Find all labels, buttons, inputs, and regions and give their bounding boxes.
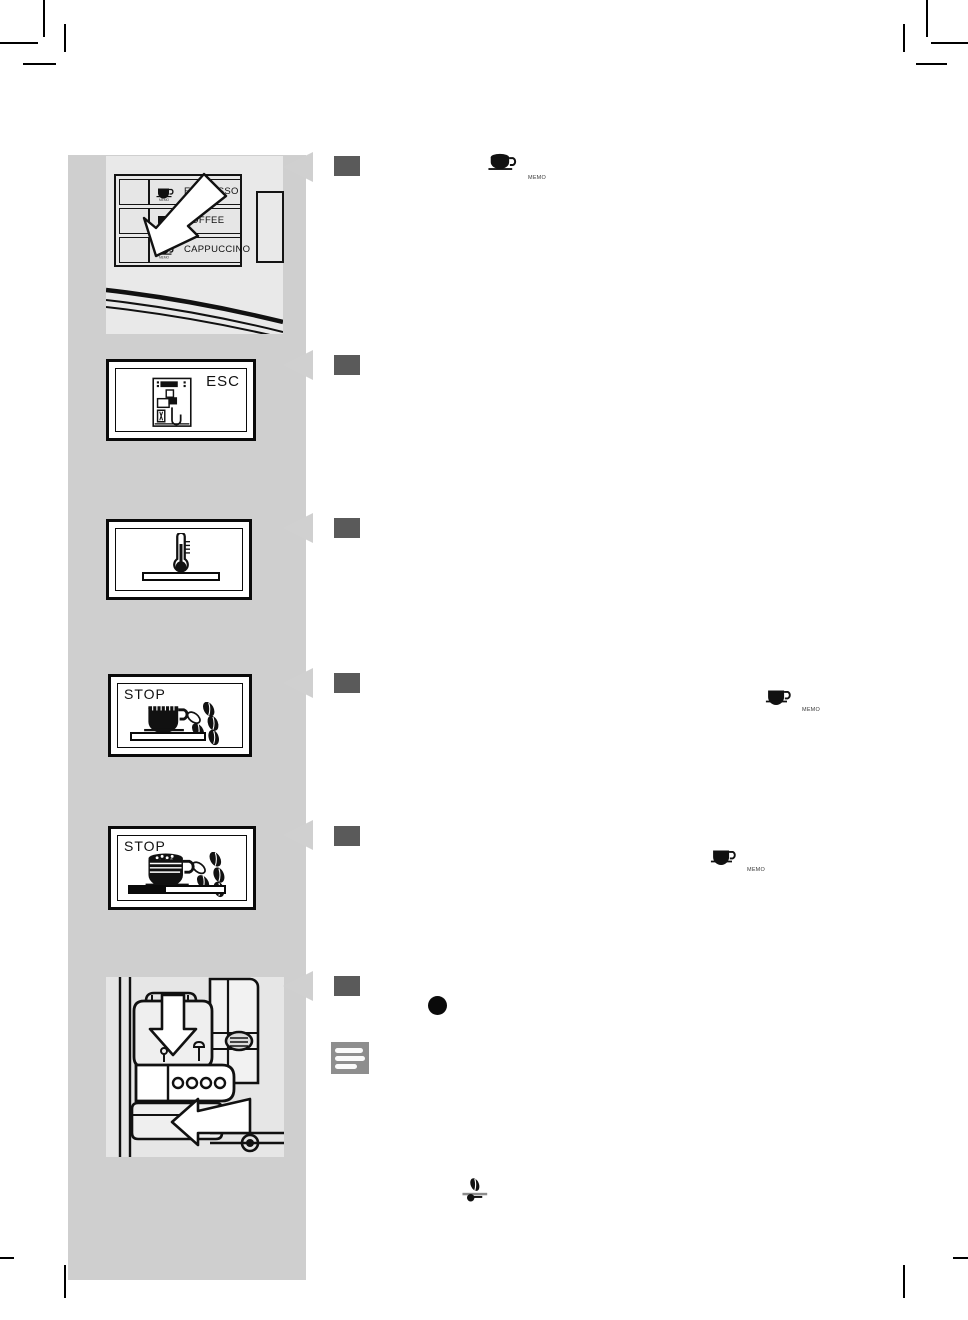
espresso-cup-icon: MEMO: [763, 686, 820, 714]
button-divider: [148, 180, 150, 204]
press-and-hold-arrow: [142, 172, 228, 258]
step-marker-1: [334, 156, 360, 176]
step-marker-3: [334, 518, 360, 538]
machine-body-stripes: [106, 287, 283, 334]
note-line: [335, 1048, 363, 1053]
espresso-cup-glyph: [765, 690, 791, 705]
button-label-coffee: COFFEE: [184, 215, 225, 226]
machine-graphic-icon: [152, 377, 192, 427]
note-line: [335, 1056, 365, 1061]
lcd-screen-area: ESC: [115, 368, 247, 432]
thermometer-icon: [173, 533, 190, 573]
crop-mark-left-tick: [0, 1257, 14, 1259]
step-marker-4: [334, 673, 360, 693]
crop-mark-right-tick: [953, 1257, 968, 1259]
lcd-screen-area: [115, 528, 243, 591]
crop-mark-top-right-inner-horizontal: [916, 63, 947, 65]
crop-mark-right-edge: [903, 1265, 905, 1298]
lcd-display-esc: ESC: [106, 359, 256, 441]
note-lines-icon: [331, 1042, 369, 1074]
brew-group-drawing: [106, 977, 284, 1157]
brewing-progress-bar-1: [130, 732, 206, 741]
brewing-progress-bar-2: [128, 885, 226, 894]
note-line: [335, 1064, 357, 1069]
brew-group-illustration: [106, 977, 284, 1157]
memo-caption: MEMO: [528, 175, 546, 181]
bullet-point: [428, 996, 447, 1015]
button-label-cappuccino: CAPPUCCINO: [184, 244, 251, 255]
step-marker-5: [334, 826, 360, 846]
cappuccino-cup-icon: MEMO: [486, 152, 546, 181]
espresso-cup-icon: MEMO: [708, 846, 765, 874]
svg-text:MEMO: MEMO: [159, 198, 170, 202]
crop-mark-top-right-inner-vertical: [903, 24, 905, 52]
machine-display-bezel: [256, 191, 284, 263]
crop-mark-top-left-horizontal: [0, 42, 38, 44]
lcd-screen-area: STOP: [117, 683, 243, 748]
lcd-screen-area: STOP: [117, 835, 247, 901]
crop-mark-top-left-inner-vertical: [64, 24, 66, 52]
svg-text:MEMO: MEMO: [159, 256, 170, 260]
crop-mark-left-edge: [64, 1265, 66, 1298]
cappuccino-cup-glyph: [488, 153, 517, 170]
heating-progress-bar: [142, 572, 220, 581]
lcd-label-esc: ESC: [206, 373, 240, 390]
lcd-display-heating: [106, 519, 252, 600]
lcd-label-stop-2: STOP: [124, 838, 166, 854]
coffee-bean-adjust-glyph: [462, 1178, 488, 1202]
crop-mark-top-left-inner-horizontal: [23, 63, 56, 65]
control-panel-photo: MEMO ESPRESSO COFFEE MEMO CAPPUCCINO: [106, 156, 284, 334]
crop-mark-top-left-vertical: [43, 0, 45, 37]
crop-mark-top-right-horizontal: [931, 42, 968, 44]
step-marker-6: [334, 976, 360, 996]
espresso-cup-glyph: [710, 850, 736, 865]
coffee-bean-adjust-icon: [457, 1178, 491, 1206]
button-divider: [148, 238, 150, 262]
lcd-display-brewing-cappuccino: STOP: [108, 826, 256, 910]
brewing-progress-fill-2: [130, 887, 166, 892]
lcd-display-brewing-espresso: STOP: [108, 674, 252, 757]
lcd-label-stop-1: STOP: [124, 686, 166, 702]
memo-caption: MEMO: [747, 867, 765, 873]
crop-mark-top-right-vertical: [926, 0, 928, 37]
small-cup-icon: MEMO: [156, 188, 174, 202]
step-marker-2: [334, 355, 360, 375]
memo-caption: MEMO: [802, 707, 820, 713]
